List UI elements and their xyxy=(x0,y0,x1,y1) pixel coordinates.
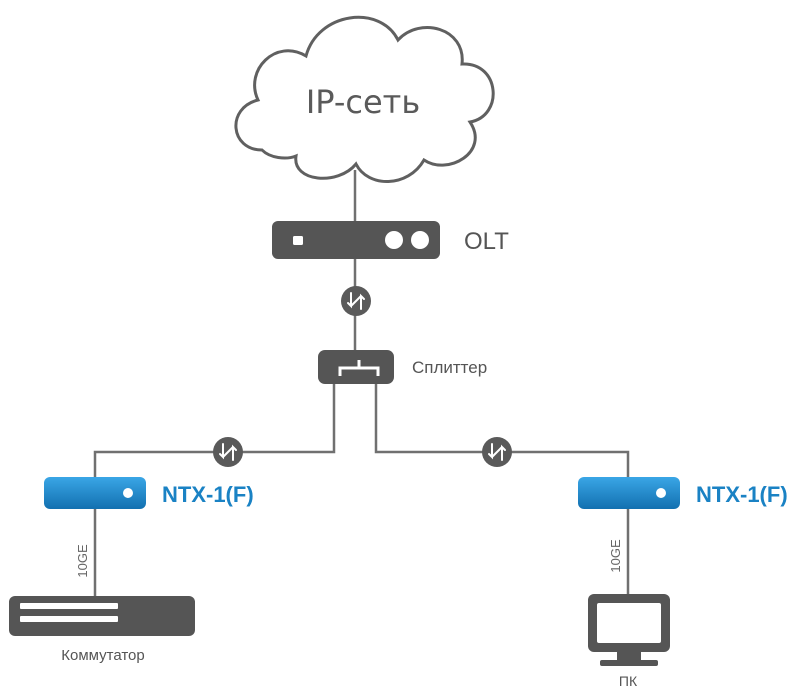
splitter-label: Сплиттер xyxy=(412,358,487,377)
right-10ge-label: 10GE xyxy=(608,539,623,573)
fiber-link-icon xyxy=(341,286,371,316)
cloud-label: IP-сеть xyxy=(306,83,420,121)
splitter-icon xyxy=(318,350,394,384)
ntx-left-label: NTX-1(F) xyxy=(162,482,254,507)
splitter-left-link xyxy=(93,382,336,478)
cloud-icon: IP-сеть xyxy=(234,15,495,183)
olt-label: OLT xyxy=(464,228,509,255)
ntx-right-label: NTX-1(F) xyxy=(696,482,788,507)
ntx-device-icon xyxy=(578,477,680,509)
pc-monitor-icon xyxy=(588,594,670,666)
left-10ge-label: 10GE xyxy=(75,544,90,578)
fiber-link-icon xyxy=(482,437,512,467)
ntx-device-icon xyxy=(44,477,146,509)
switch-label: Коммутатор xyxy=(61,647,144,664)
olt-device-icon xyxy=(272,221,440,259)
fiber-link-icon xyxy=(213,437,243,467)
switch-device-icon xyxy=(9,596,195,636)
pc-label: ПК xyxy=(619,673,638,689)
